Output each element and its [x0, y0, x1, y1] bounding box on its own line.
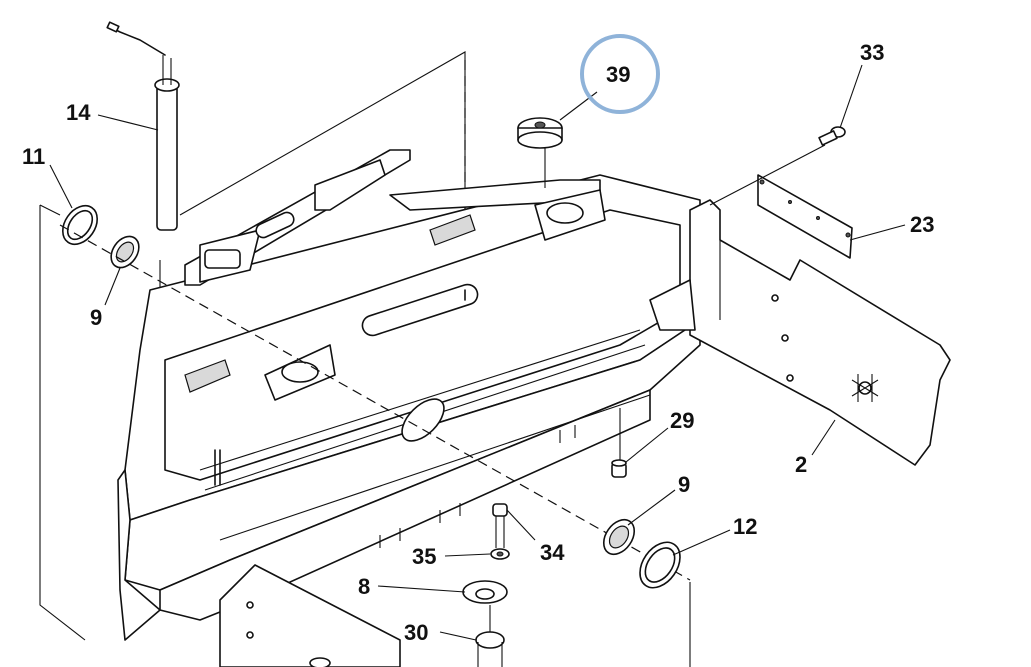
callout-23[interactable]: 23 [910, 212, 934, 237]
callout-2[interactable]: 2 [795, 452, 807, 477]
callout-35[interactable]: 35 [412, 544, 436, 569]
callout-29[interactable]: 29 [670, 408, 694, 433]
bolt-34 [492, 503, 508, 548]
side-panel-2 [649, 199, 951, 466]
callout-39[interactable]: 39 [606, 62, 630, 87]
left-frame-lines [39, 204, 86, 641]
callout-11[interactable]: 11 [22, 144, 45, 169]
oring-12 [639, 541, 681, 589]
bolt-29 [611, 408, 627, 478]
centre-axis [59, 224, 691, 581]
ring-30 [475, 631, 505, 667]
seal-9-left [110, 235, 140, 269]
callout-12[interactable]: 12 [733, 514, 757, 539]
plate-8 [462, 580, 508, 640]
callout-9-right[interactable]: 9 [678, 472, 690, 497]
oring-11 [61, 204, 99, 246]
symbol-mark [851, 374, 879, 402]
main-housing [117, 174, 701, 641]
leader-lines [49, 64, 906, 641]
callout-33[interactable]: 33 [860, 40, 884, 65]
seal-9-right [602, 518, 636, 556]
plate-23 [757, 174, 853, 259]
callout-14[interactable]: 14 [66, 100, 91, 125]
highlight-ring [580, 34, 660, 114]
callout-34[interactable]: 34 [540, 540, 565, 565]
washer-35 [490, 548, 510, 560]
screw-33 [709, 126, 846, 206]
callout-8[interactable]: 8 [358, 574, 370, 599]
rod-14 [106, 21, 180, 231]
nut-39 [517, 117, 563, 188]
lower-plate [219, 564, 401, 667]
callout-labels: 39 33 14 11 9 23 29 2 9 12 35 34 8 30 [22, 40, 934, 645]
upper-rail [184, 149, 606, 442]
callout-9-left[interactable]: 9 [90, 305, 102, 330]
callout-30[interactable]: 30 [404, 620, 428, 645]
